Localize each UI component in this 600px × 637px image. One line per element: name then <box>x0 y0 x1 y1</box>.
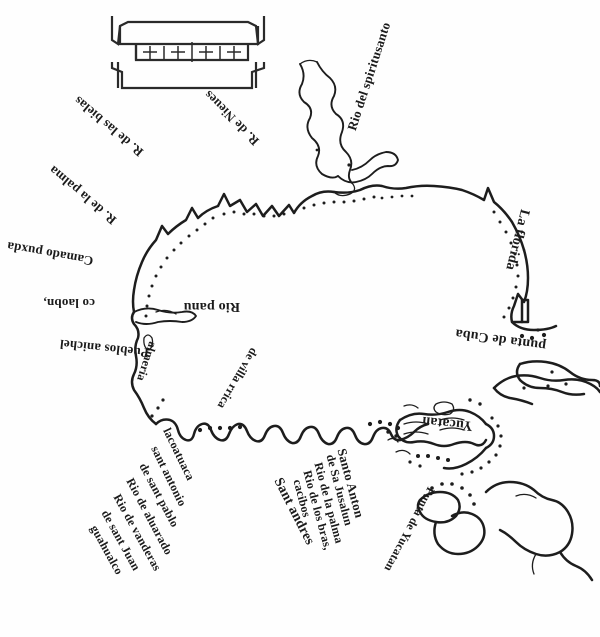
map-label-co-laobn: co laobn, <box>43 296 95 311</box>
scale-ticks <box>135 46 249 60</box>
shore-stippling <box>144 194 520 319</box>
river-espiritu-santo <box>298 59 399 197</box>
south-mexico-comb-coast <box>150 398 430 446</box>
antilles-specks <box>403 398 482 416</box>
gulf-coastline <box>130 184 530 426</box>
cuba-island <box>515 360 600 396</box>
lower-islands <box>416 480 594 582</box>
yucatan-peninsula <box>387 408 503 476</box>
la-florida-peninsula <box>510 298 558 341</box>
honduras-coast <box>492 374 600 406</box>
scale-bar <box>110 16 266 90</box>
map-label-rio-panu: Rio panu <box>183 299 240 314</box>
